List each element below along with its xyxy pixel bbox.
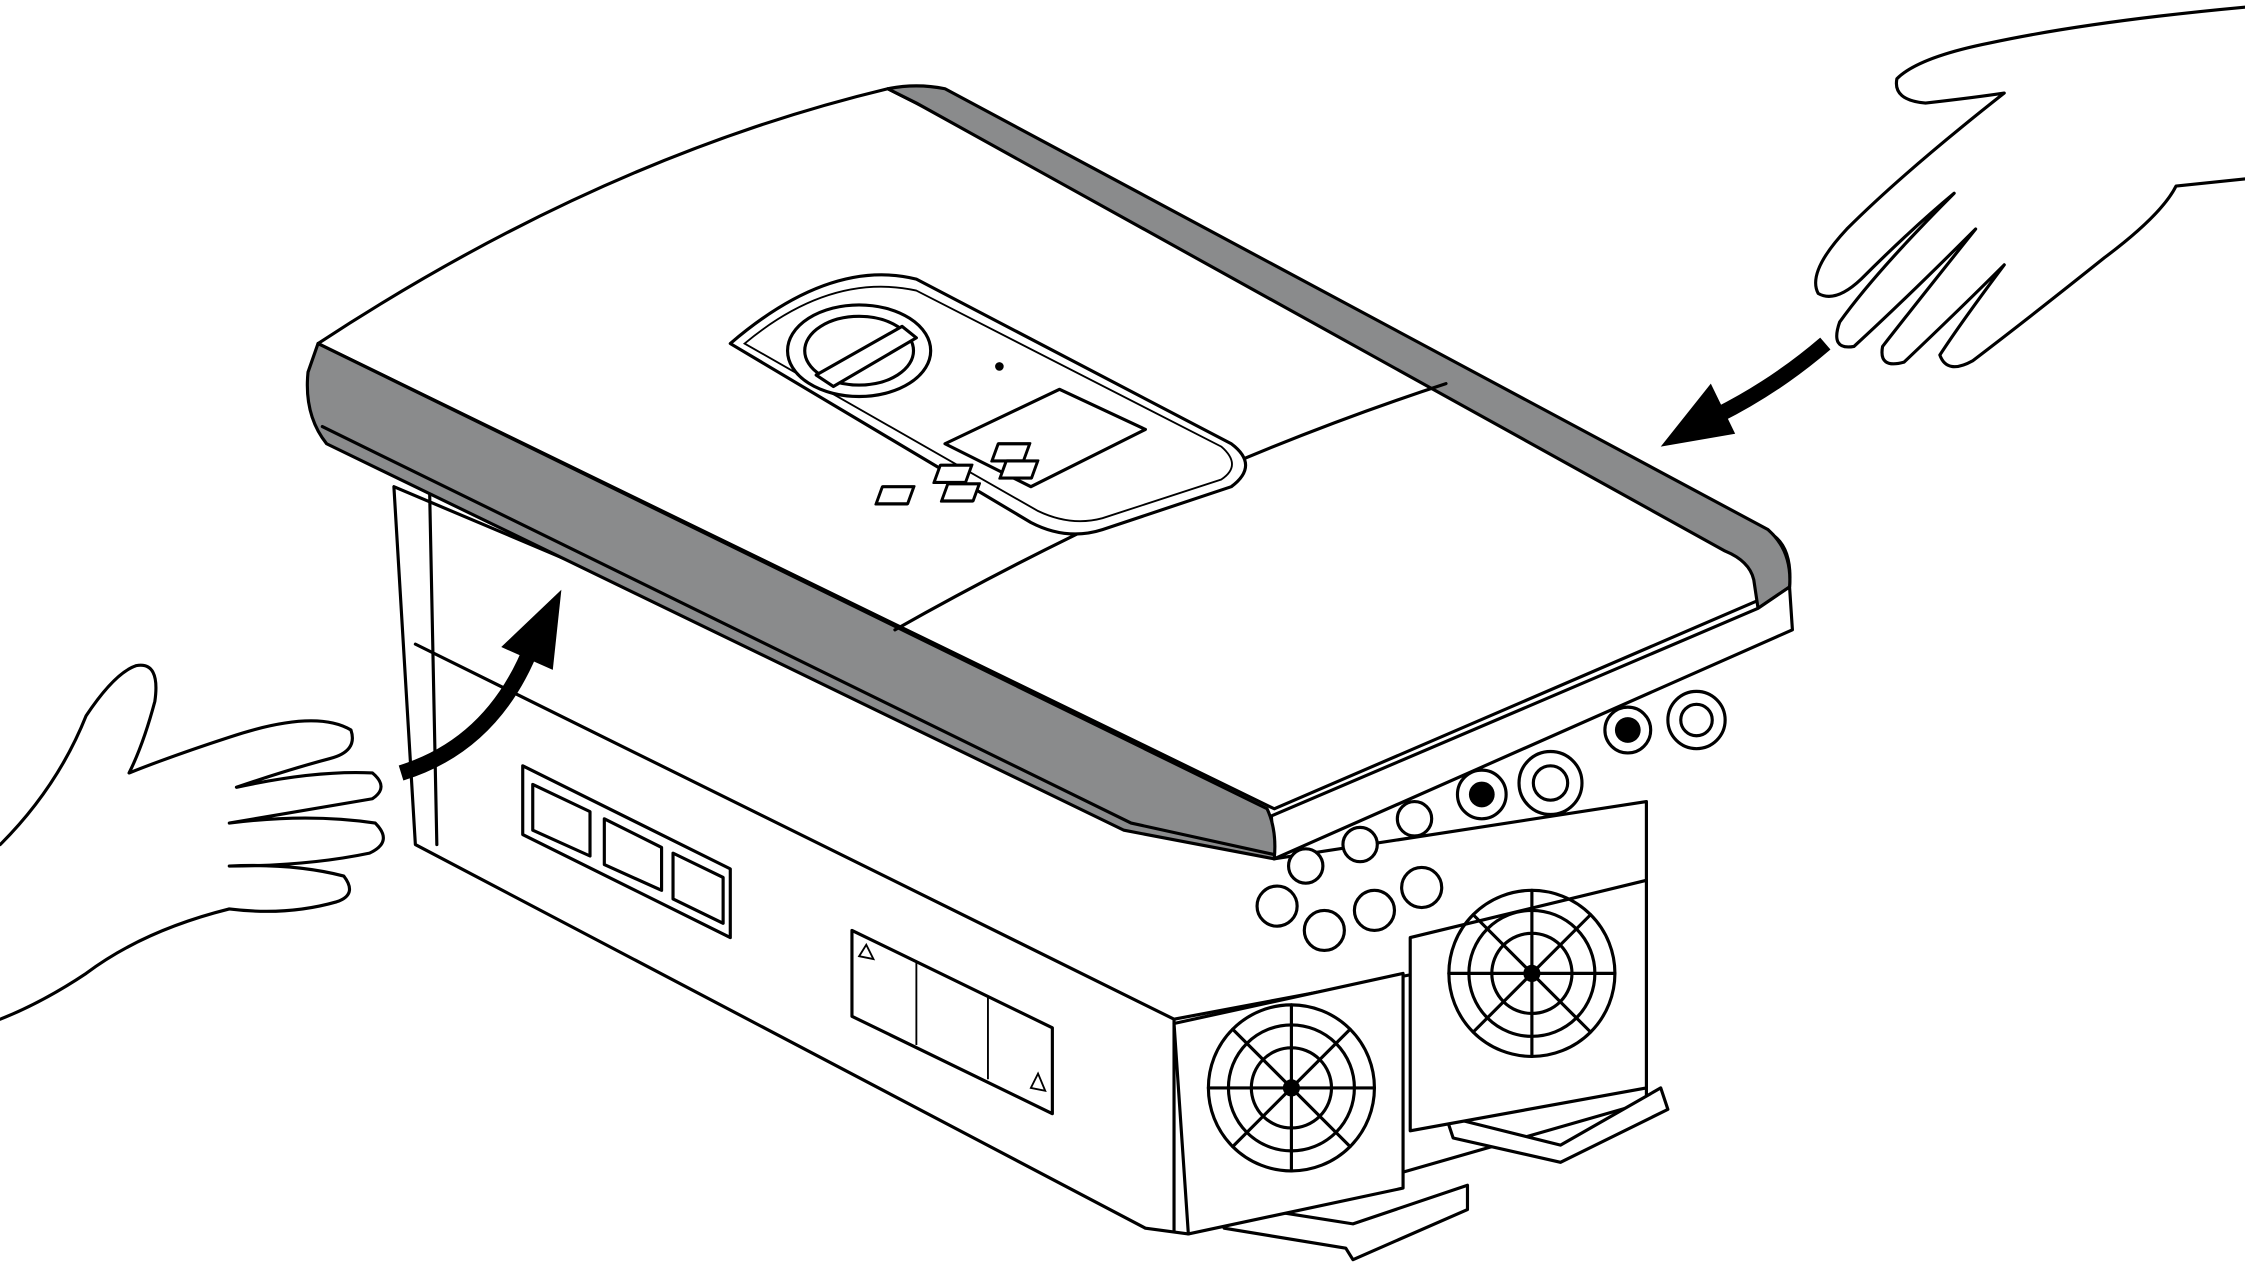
lid-trim-front [305,341,1277,861]
fan-left [1172,971,1405,1236]
cable-glands [1255,689,1727,953]
button-back[interactable] [874,485,916,506]
lid-trim-right [886,84,1792,610]
button-enter[interactable] [998,459,1040,480]
inverter-housing [392,485,1727,1262]
arrow-left-up-icon [398,589,562,781]
mounting-foot-left [1215,1183,1470,1262]
inverter-lid [305,84,1794,861]
mounting-foot-right [1444,1086,1670,1164]
button-right[interactable] [990,442,1032,463]
side-vents [521,764,732,940]
arrow-right-down-icon [1660,337,1831,447]
hand-left-icon [0,663,385,1021]
rating-label [850,928,1054,1116]
control-panel [728,273,1248,536]
button-up[interactable] [932,463,974,484]
fan-right [1408,878,1648,1133]
hand-right-icon [1814,5,2245,369]
button-down[interactable] [939,482,982,503]
